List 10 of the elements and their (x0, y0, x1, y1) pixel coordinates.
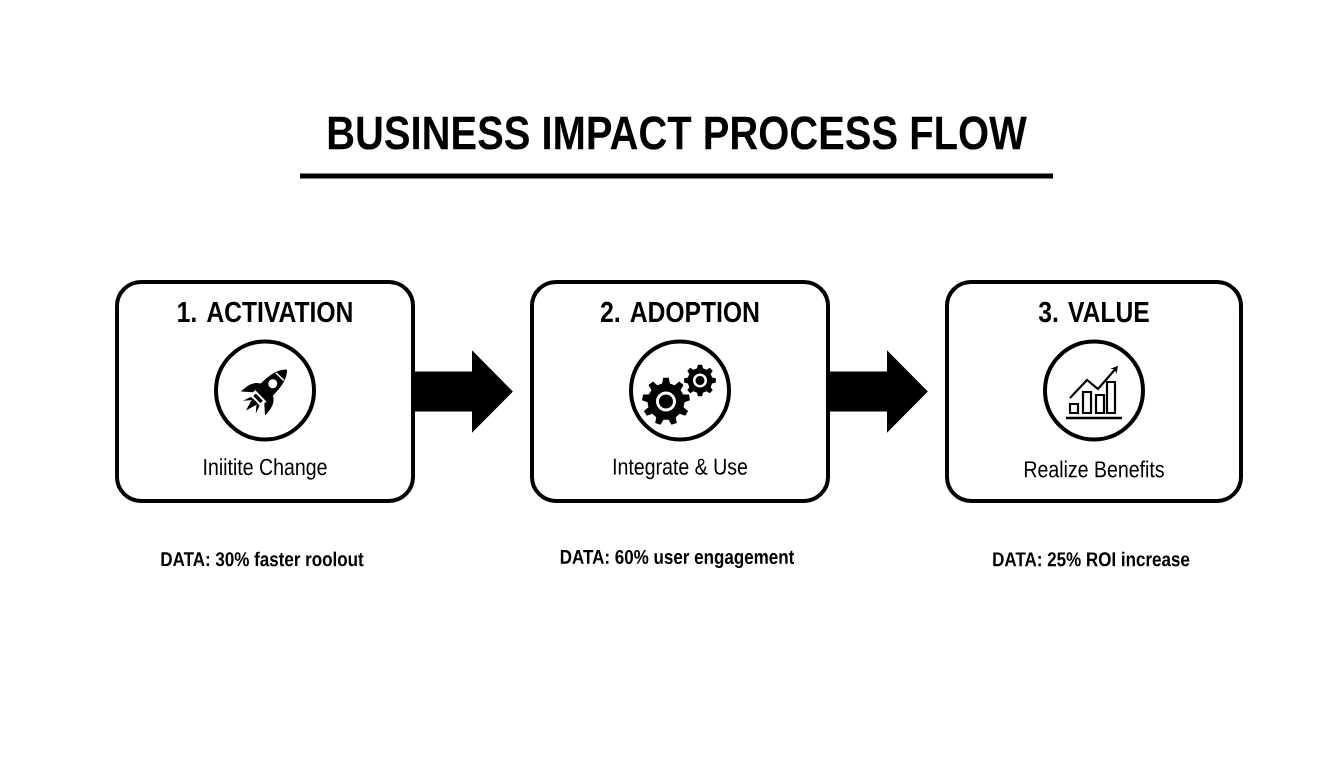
step-title: 2. ADOPTION (600, 301, 759, 323)
step-description: Iniitite Change (204, 458, 327, 480)
step-title: 1. ACTIVATION (178, 301, 352, 323)
title: BUSINESS IMPACT PROCESS FLOW (328, 116, 1027, 150)
step-title: 3. VALUE (1038, 301, 1149, 323)
data-note: DATA: 25% ROI increase (993, 551, 1190, 567)
step-description: Integrate & Use (613, 458, 748, 480)
data-note: DATA: 60% user engagement (560, 549, 795, 569)
step-description: Realize Benefits (1024, 460, 1164, 478)
data-note: DATA: 30% faster roolout (161, 551, 364, 567)
